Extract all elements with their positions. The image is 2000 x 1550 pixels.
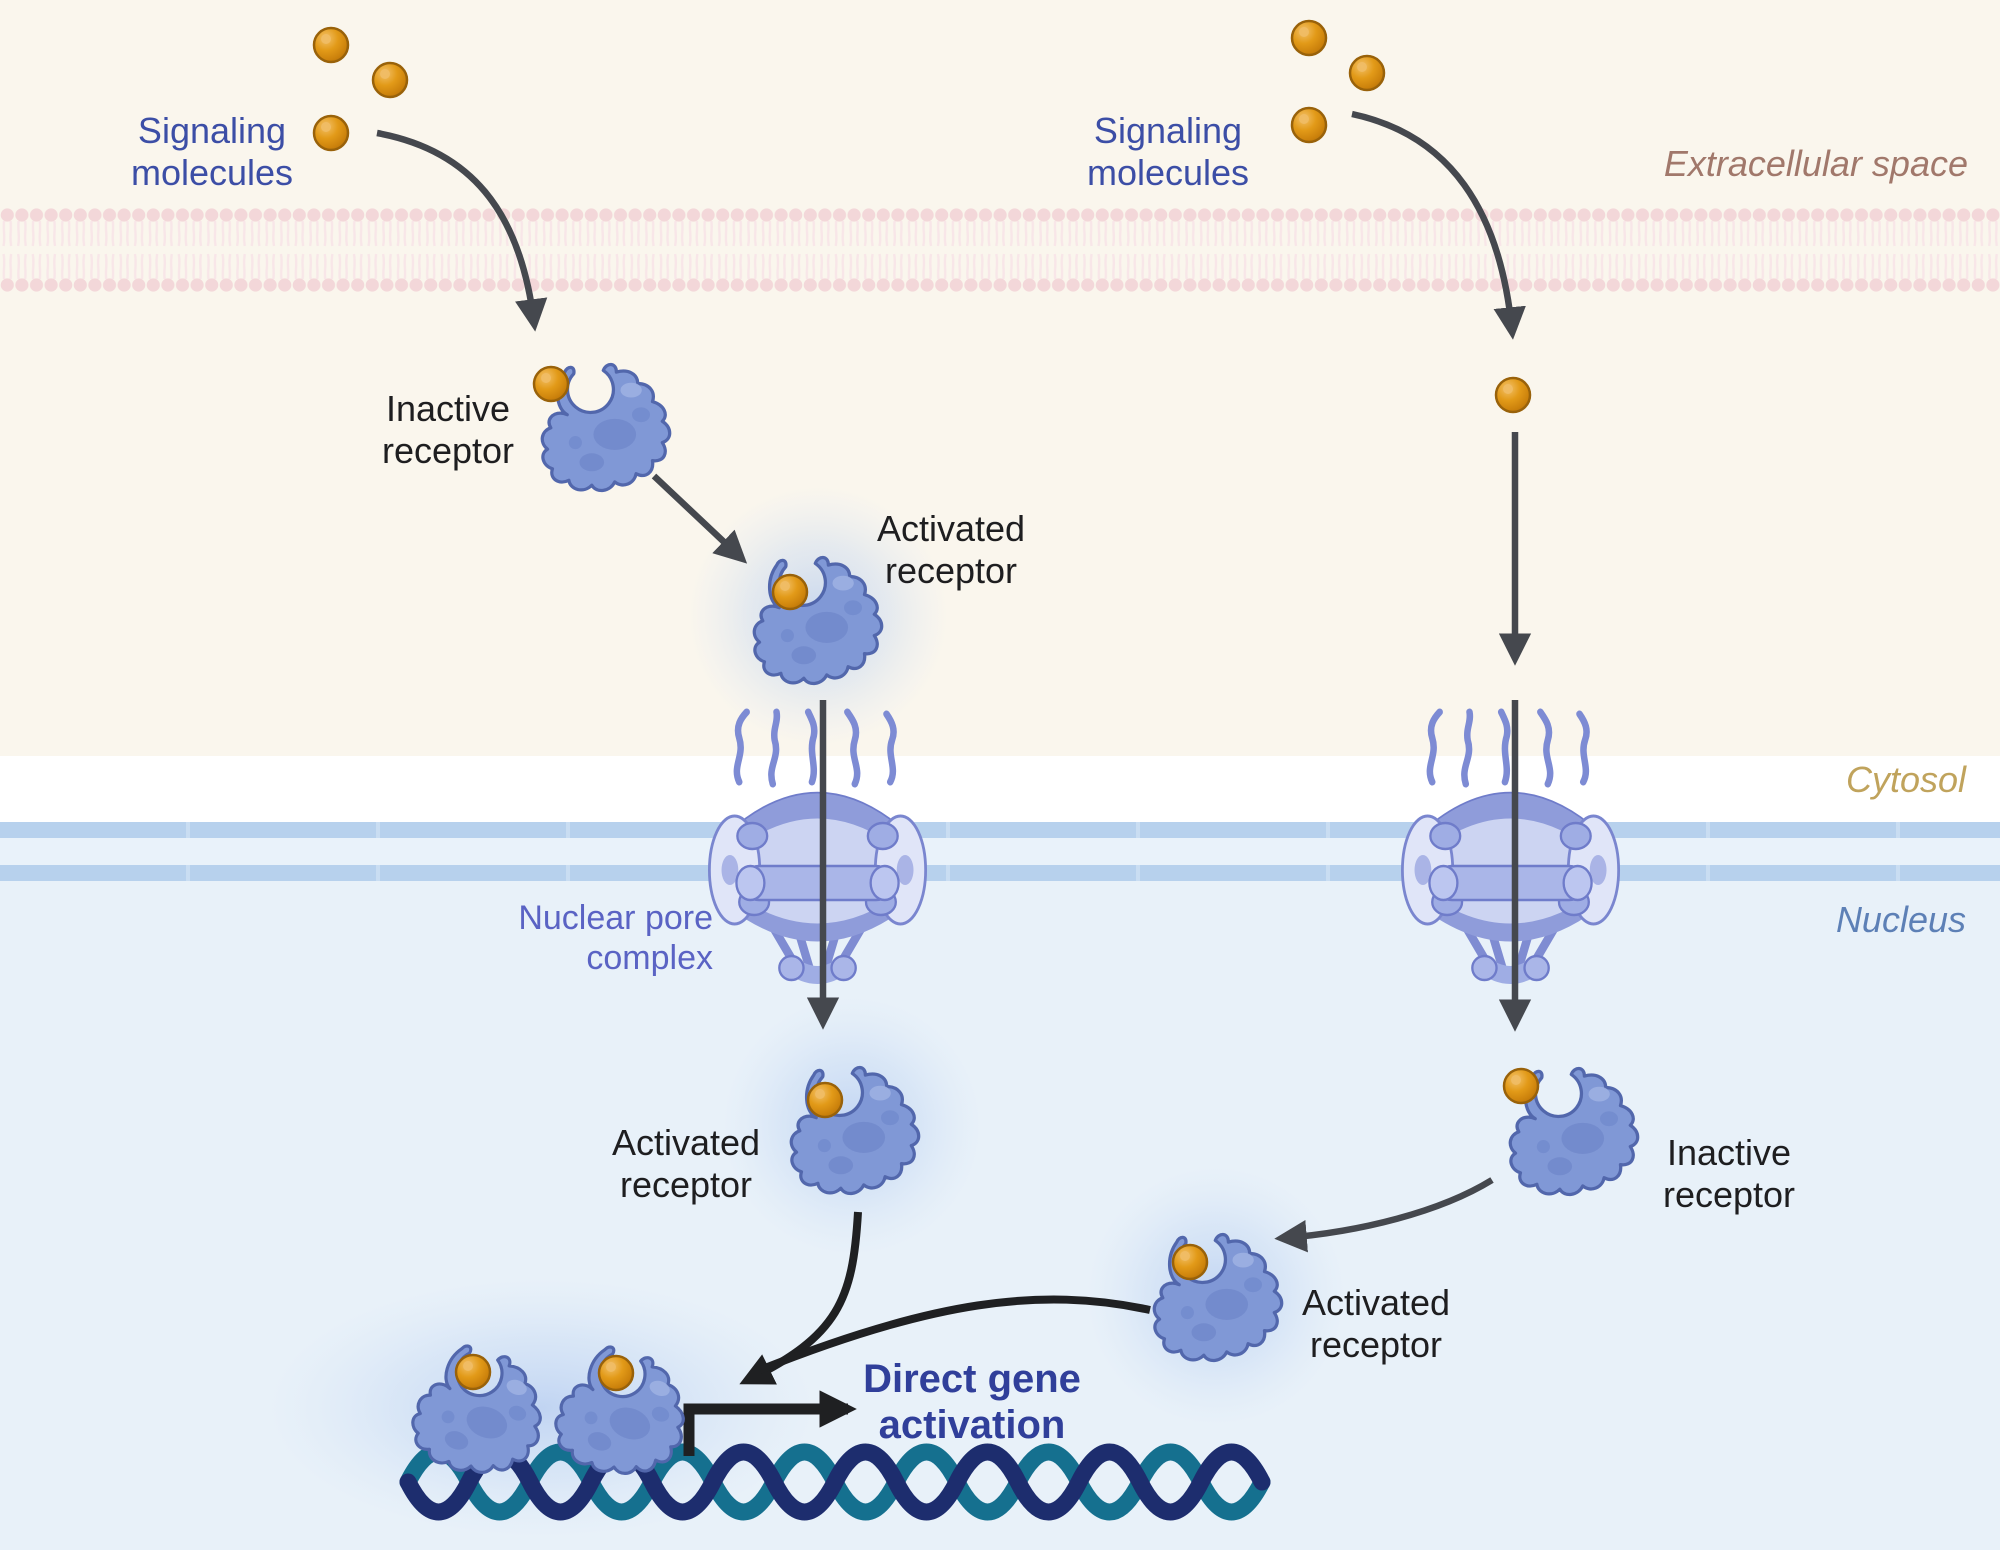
arrow-nuclear-receptor-to-dna-right: [758, 1295, 1151, 1374]
arrow-inactive-to-activated-right: [1274, 1177, 1494, 1253]
nuclear-pore-complex-left: [709, 712, 925, 980]
label-cytosol: Cytosol: [1845, 759, 1966, 800]
signaling-molecules-left-cluster: [312, 26, 409, 152]
label-activated-receptor-right: Activated receptor: [1301, 1282, 1451, 1366]
plasma-membrane: [0, 204, 2000, 296]
arrow-inactive-to-activated-left: [651, 473, 748, 564]
label-nucleus: Nucleus: [1835, 899, 1966, 940]
cytosol-region: [0, 756, 2000, 822]
nuclear-pore-complex-right: [1402, 712, 1618, 980]
dna-double-helix: [399, 1443, 1271, 1521]
label-direct-gene-activation: Direct gene activation: [863, 1357, 1081, 1447]
signaling-molecules-right-cluster: [1290, 19, 1386, 144]
label-activated-receptor-nucleus-left: Activated receptor: [611, 1122, 761, 1206]
label-inactive-receptor-right: Inactive receptor: [1662, 1132, 1796, 1216]
label-inactive-receptor-left: Inactive receptor: [381, 388, 515, 472]
arrow-transcription: [683, 1390, 857, 1456]
label-activated-receptor-cytosol-left: Activated receptor: [876, 508, 1026, 592]
arrow-ligand-entry-left: [376, 129, 548, 332]
label-nuclear-pore-complex: Nuclear pore complex: [518, 899, 713, 978]
arrow-ligand-entry-right: [1351, 110, 1526, 340]
label-signaling-molecules-right: Signaling molecules: [1086, 110, 1250, 194]
pathway-arrows: [376, 110, 1532, 1456]
label-signaling-molecules-left: Signaling molecules: [130, 110, 294, 194]
label-extracellular-space: Extracellular space: [1663, 143, 1968, 184]
